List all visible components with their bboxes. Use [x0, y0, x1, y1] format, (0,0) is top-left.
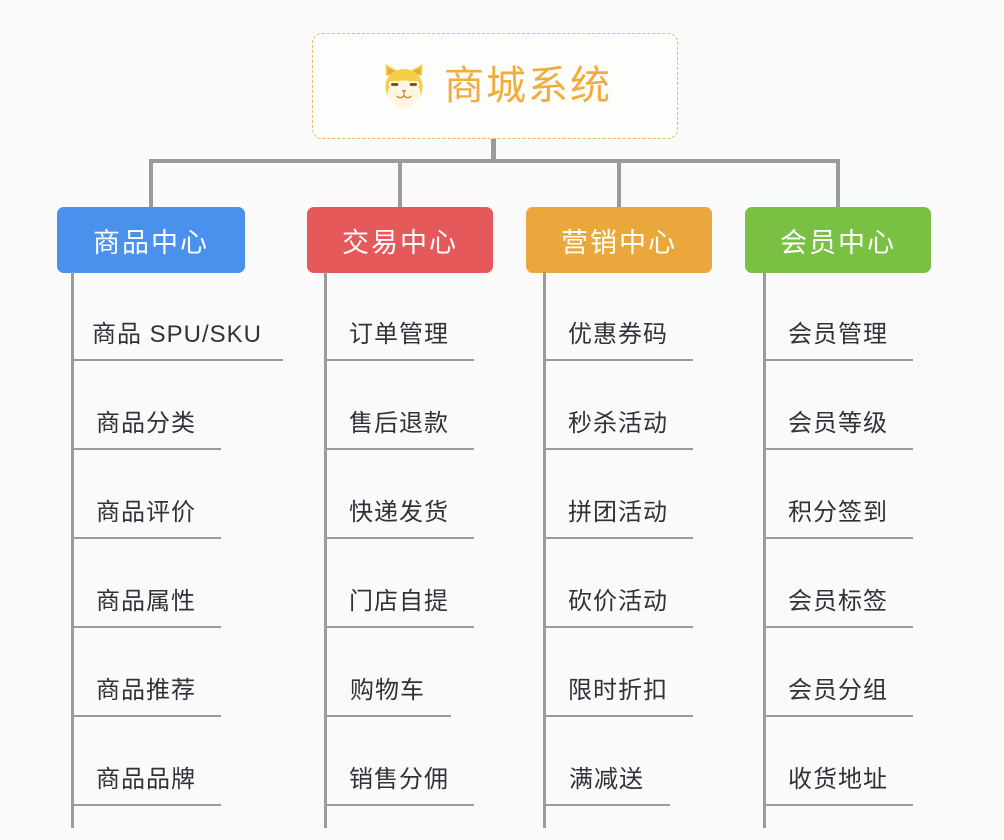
leaf-item[interactable]: 售后退款 [324, 361, 474, 450]
leaf-label: 商品推荐 [96, 677, 196, 704]
category-label: 营销中心 [561, 227, 677, 258]
column-spine-line [543, 272, 546, 828]
leaf-label: 会员管理 [788, 321, 888, 348]
leaf-underline [543, 537, 693, 539]
leaf-label: 秒杀活动 [568, 410, 668, 437]
leaf-label: 积分签到 [788, 499, 888, 526]
leaf-label: 满减送 [569, 766, 644, 793]
root-title: 商城系统 [444, 64, 612, 108]
leaf-underline [763, 537, 913, 539]
leaf-item[interactable]: 秒杀活动 [543, 361, 693, 450]
leaf-item[interactable]: 快递发货 [324, 450, 474, 539]
leaf-label: 购物车 [350, 677, 425, 704]
leaf-underline [71, 804, 221, 806]
leaf-item[interactable]: 会员标签 [763, 539, 913, 628]
leaf-item[interactable]: 门店自提 [324, 539, 474, 628]
leaf-underline [763, 359, 913, 361]
leaf-item[interactable]: 会员分组 [763, 628, 913, 717]
column-spine-line [324, 272, 327, 828]
leaf-underline [324, 537, 474, 539]
leaf-item[interactable]: 满减送 [543, 717, 670, 806]
leaf-underline [763, 804, 913, 806]
leaf-item[interactable]: 拼团活动 [543, 450, 693, 539]
leaf-item[interactable]: 优惠券码 [543, 272, 693, 361]
leaf-underline [324, 804, 474, 806]
leaf-item[interactable]: 商品 SPU/SKU [71, 272, 283, 361]
leaf-label: 砍价活动 [568, 588, 668, 615]
leaf-label: 售后退款 [349, 410, 449, 437]
leaf-label: 会员等级 [788, 410, 888, 437]
leaf-item[interactable]: 购物车 [324, 628, 451, 717]
leaf-item[interactable]: 商品品牌 [71, 717, 221, 806]
leaf-label: 商品品牌 [96, 766, 196, 793]
leaf-underline [763, 715, 913, 717]
leaf-underline [324, 715, 451, 717]
leaf-label: 商品属性 [96, 588, 196, 615]
leaf-underline [324, 448, 474, 450]
leaf-label: 商品分类 [96, 410, 196, 437]
leaf-label: 快递发货 [349, 499, 449, 526]
category-label: 会员中心 [780, 227, 896, 258]
leaf-label: 优惠券码 [568, 321, 668, 348]
leaf-item[interactable]: 积分签到 [763, 450, 913, 539]
column-spine-line [763, 272, 766, 828]
bus-line [150, 159, 840, 163]
leaf-label: 销售分佣 [349, 766, 449, 793]
leaf-underline [71, 359, 283, 361]
leaf-underline [324, 359, 474, 361]
drop-line-product-center [149, 159, 153, 209]
leaf-underline [71, 626, 221, 628]
leaf-underline [71, 537, 221, 539]
leaf-item[interactable]: 商品属性 [71, 539, 221, 628]
leaf-underline [324, 626, 474, 628]
drop-line-trade-center [398, 159, 402, 209]
leaf-item[interactable]: 商品分类 [71, 361, 221, 450]
leaf-item[interactable]: 限时折扣 [543, 628, 693, 717]
leaf-item[interactable]: 会员管理 [763, 272, 913, 361]
leaf-underline [543, 626, 693, 628]
leaf-underline [543, 359, 693, 361]
drop-line-member-center [836, 159, 840, 209]
leaf-label: 收货地址 [788, 766, 888, 793]
category-label: 交易中心 [342, 227, 458, 258]
leaf-label: 门店自提 [349, 588, 449, 615]
shiba-dog-icon [378, 60, 430, 112]
leaf-label: 订单管理 [349, 321, 449, 348]
category-box-product-center[interactable]: 商品中心 [57, 207, 245, 273]
leaf-underline [71, 715, 221, 717]
leaf-item[interactable]: 商品评价 [71, 450, 221, 539]
leaf-label: 限时折扣 [568, 677, 668, 704]
leaf-label: 商品评价 [96, 499, 196, 526]
leaf-item[interactable]: 订单管理 [324, 272, 474, 361]
leaf-underline [763, 626, 913, 628]
leaf-underline [543, 804, 670, 806]
leaf-item[interactable]: 商品推荐 [71, 628, 221, 717]
leaf-item[interactable]: 销售分佣 [324, 717, 474, 806]
drop-line-marketing-center [617, 159, 621, 209]
category-box-marketing-center[interactable]: 营销中心 [526, 207, 712, 273]
leaf-label: 会员标签 [788, 588, 888, 615]
category-box-member-center[interactable]: 会员中心 [745, 207, 931, 273]
leaf-item[interactable]: 会员等级 [763, 361, 913, 450]
leaf-label: 拼团活动 [568, 499, 668, 526]
leaf-label: 会员分组 [788, 677, 888, 704]
leaf-underline [543, 715, 693, 717]
root-node-商城系统[interactable]: 商城系统 [312, 33, 678, 139]
leaf-underline [763, 448, 913, 450]
leaf-item[interactable]: 砍价活动 [543, 539, 693, 628]
leaf-label: 商品 SPU/SKU [91, 321, 263, 348]
category-box-trade-center[interactable]: 交易中心 [307, 207, 493, 273]
column-spine-line [71, 272, 74, 828]
leaf-underline [543, 448, 693, 450]
leaf-underline [71, 448, 221, 450]
category-label: 商品中心 [93, 227, 209, 258]
root-stem-line [491, 139, 496, 163]
leaf-item[interactable]: 收货地址 [763, 717, 913, 806]
